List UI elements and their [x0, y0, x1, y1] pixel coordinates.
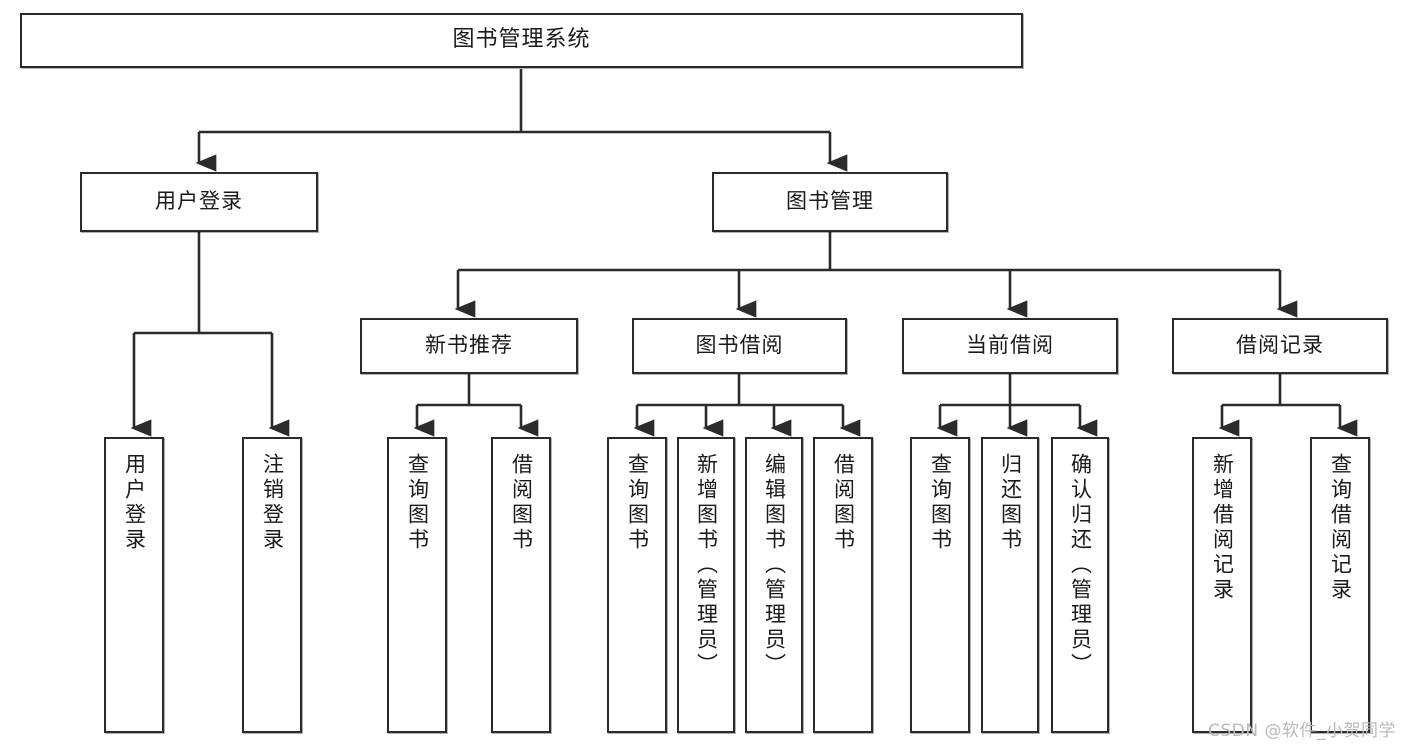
- leaf-confirm-return-label: 确认归还（管理员）: [1068, 453, 1093, 678]
- node-root-system-label: 图书管理系统: [452, 27, 591, 53]
- leaf-logout-login-label: 注销登录: [260, 453, 285, 553]
- leaf-query-borrow-record[interactable]: 查询借阅记录: [1310, 437, 1370, 733]
- leaf-return-book[interactable]: 归还图书: [981, 437, 1039, 733]
- node-book-borrow-label: 图书借阅: [695, 333, 784, 358]
- leaf-return-book-label: 归还图书: [998, 453, 1023, 553]
- leaf-add-book-label: 新增图书（管理员）: [694, 453, 719, 678]
- leaf-borrow-book[interactable]: 借阅图书: [813, 437, 873, 733]
- leaf-add-book[interactable]: 新增图书（管理员）: [677, 437, 735, 733]
- leaf-query-book-recommend-label: 查询图书: [405, 453, 430, 553]
- leaf-query-book-borrow-label: 查询图书: [625, 453, 650, 553]
- leaf-logout-login[interactable]: 注销登录: [242, 437, 302, 733]
- leaf-edit-book-label: 编辑图书（管理员）: [762, 453, 787, 678]
- node-book-borrow[interactable]: 图书借阅: [632, 318, 847, 374]
- leaf-borrow-book-recommend[interactable]: 借阅图书: [491, 437, 551, 733]
- leaf-borrow-book-label: 借阅图书: [831, 453, 856, 553]
- leaf-edit-book[interactable]: 编辑图书（管理员）: [745, 437, 803, 733]
- leaf-user-login[interactable]: 用户登录: [104, 437, 164, 733]
- node-current-borrow[interactable]: 当前借阅: [902, 318, 1118, 374]
- node-current-borrow-label: 当前借阅: [966, 333, 1054, 358]
- leaf-borrow-book-recommend-label: 借阅图书: [509, 453, 534, 553]
- node-user-login[interactable]: 用户登录: [80, 172, 318, 232]
- node-book-manage[interactable]: 图书管理: [712, 172, 948, 232]
- leaf-query-book-borrow[interactable]: 查询图书: [607, 437, 667, 733]
- node-user-login-label: 用户登录: [155, 189, 243, 214]
- leaf-query-borrow-record-label: 查询借阅记录: [1328, 453, 1353, 603]
- leaf-query-book-current-label: 查询图书: [928, 453, 953, 553]
- node-borrow-record-label: 借阅记录: [1236, 333, 1324, 358]
- node-root-system[interactable]: 图书管理系统: [20, 13, 1023, 68]
- node-new-book-recommend[interactable]: 新书推荐: [360, 318, 578, 374]
- leaf-query-book-current[interactable]: 查询图书: [910, 437, 970, 733]
- leaf-add-borrow-record[interactable]: 新增借阅记录: [1192, 437, 1252, 733]
- node-borrow-record[interactable]: 借阅记录: [1172, 318, 1388, 374]
- leaf-confirm-return[interactable]: 确认归还（管理员）: [1051, 437, 1109, 733]
- node-book-manage-label: 图书管理: [786, 189, 874, 214]
- leaf-add-borrow-record-label: 新增借阅记录: [1210, 453, 1235, 603]
- csdn-watermark: CSDN @软件_小贺同学: [1208, 721, 1396, 741]
- node-new-book-recommend-label: 新书推荐: [425, 333, 513, 358]
- leaf-user-login-label: 用户登录: [122, 453, 147, 553]
- leaf-query-book-recommend[interactable]: 查询图书: [387, 437, 447, 733]
